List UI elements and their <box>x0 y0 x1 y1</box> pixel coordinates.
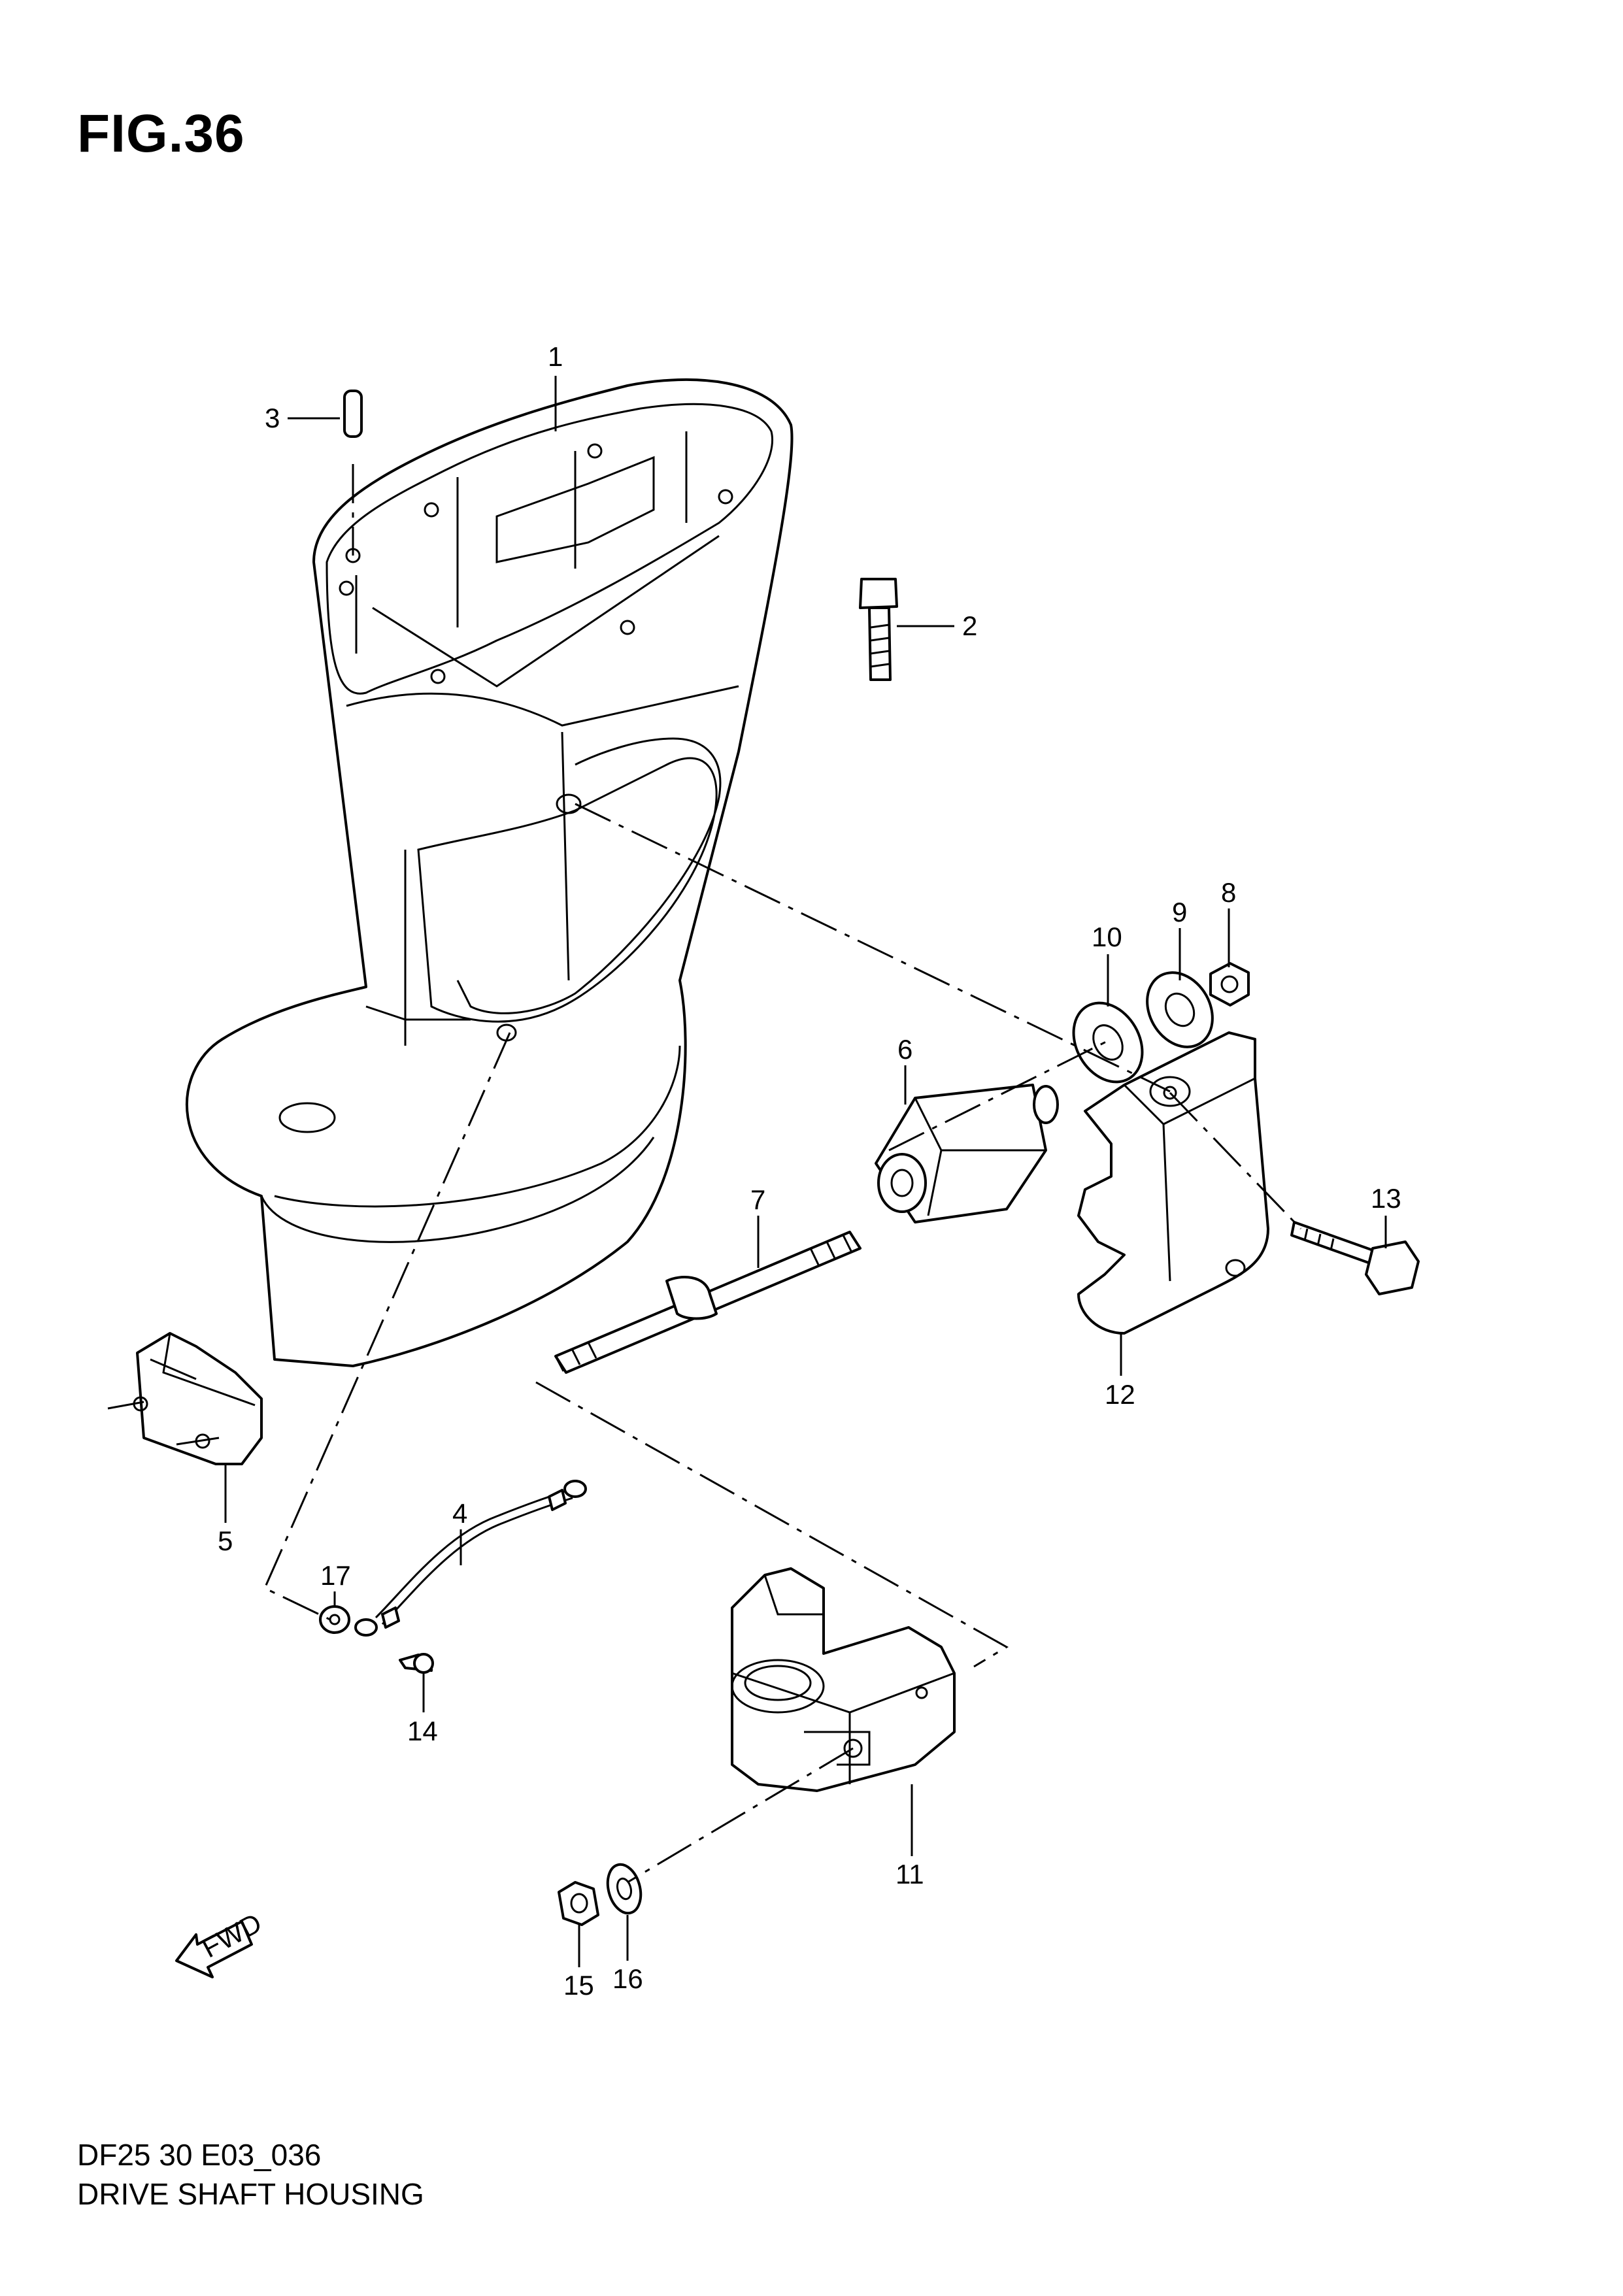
callout-13: 13 <box>1371 1183 1401 1214</box>
part-bracket-12 <box>1077 1031 1269 1335</box>
callout-8: 8 <box>1221 877 1236 908</box>
figure-title: FIG.36 <box>77 104 245 163</box>
part-bracket-11 <box>731 1567 956 1792</box>
diagram-code: DF25 30 E03_036 <box>77 2138 322 2172</box>
callout-9: 9 <box>1172 897 1187 927</box>
callout-12: 12 <box>1105 1379 1135 1410</box>
callout-5: 5 <box>218 1525 233 1556</box>
callout-7: 7 <box>750 1184 765 1215</box>
callout-10: 10 <box>1092 922 1122 952</box>
callout-14: 14 <box>407 1716 438 1746</box>
fwd-arrow-icon: FWD <box>175 1907 267 1978</box>
part-washer-10 <box>1072 1001 1144 1084</box>
part-nut-15 <box>558 1881 599 1926</box>
callout-2: 2 <box>962 610 977 641</box>
assembly-lines <box>263 464 1302 1884</box>
callout-15: 15 <box>563 1970 594 2001</box>
part-washer-17 <box>319 1605 350 1634</box>
part-mount-6 <box>875 1084 1059 1223</box>
part-shaft-7 <box>554 1231 862 1374</box>
part-washer-16 <box>606 1863 643 1915</box>
part-bolt-13 <box>1290 1221 1420 1295</box>
part-dowel-pin <box>343 390 363 438</box>
callout-4: 4 <box>452 1498 467 1529</box>
callout-1: 1 <box>548 341 563 372</box>
part-nut-8 <box>1209 962 1250 1007</box>
diagram-name: DRIVE SHAFT HOUSING <box>77 2177 424 2211</box>
part-screw-14 <box>399 1653 434 1674</box>
callout-3: 3 <box>265 403 280 433</box>
part-block-5 <box>107 1332 263 1465</box>
callout-17: 17 <box>320 1560 351 1591</box>
callout-16: 16 <box>612 1963 643 1994</box>
callout-numbers: 1 2 3 4 5 6 7 8 9 10 11 12 13 14 15 16 1… <box>218 341 1401 2001</box>
part-drive-shaft-housing <box>186 378 794 1367</box>
part-washer-9 <box>1146 971 1214 1048</box>
part-wire-4 <box>354 1480 587 1637</box>
leader-lines <box>224 376 1387 1967</box>
callout-6: 6 <box>897 1034 912 1065</box>
part-bolt-2 <box>859 578 898 681</box>
callout-11: 11 <box>895 1859 924 1889</box>
